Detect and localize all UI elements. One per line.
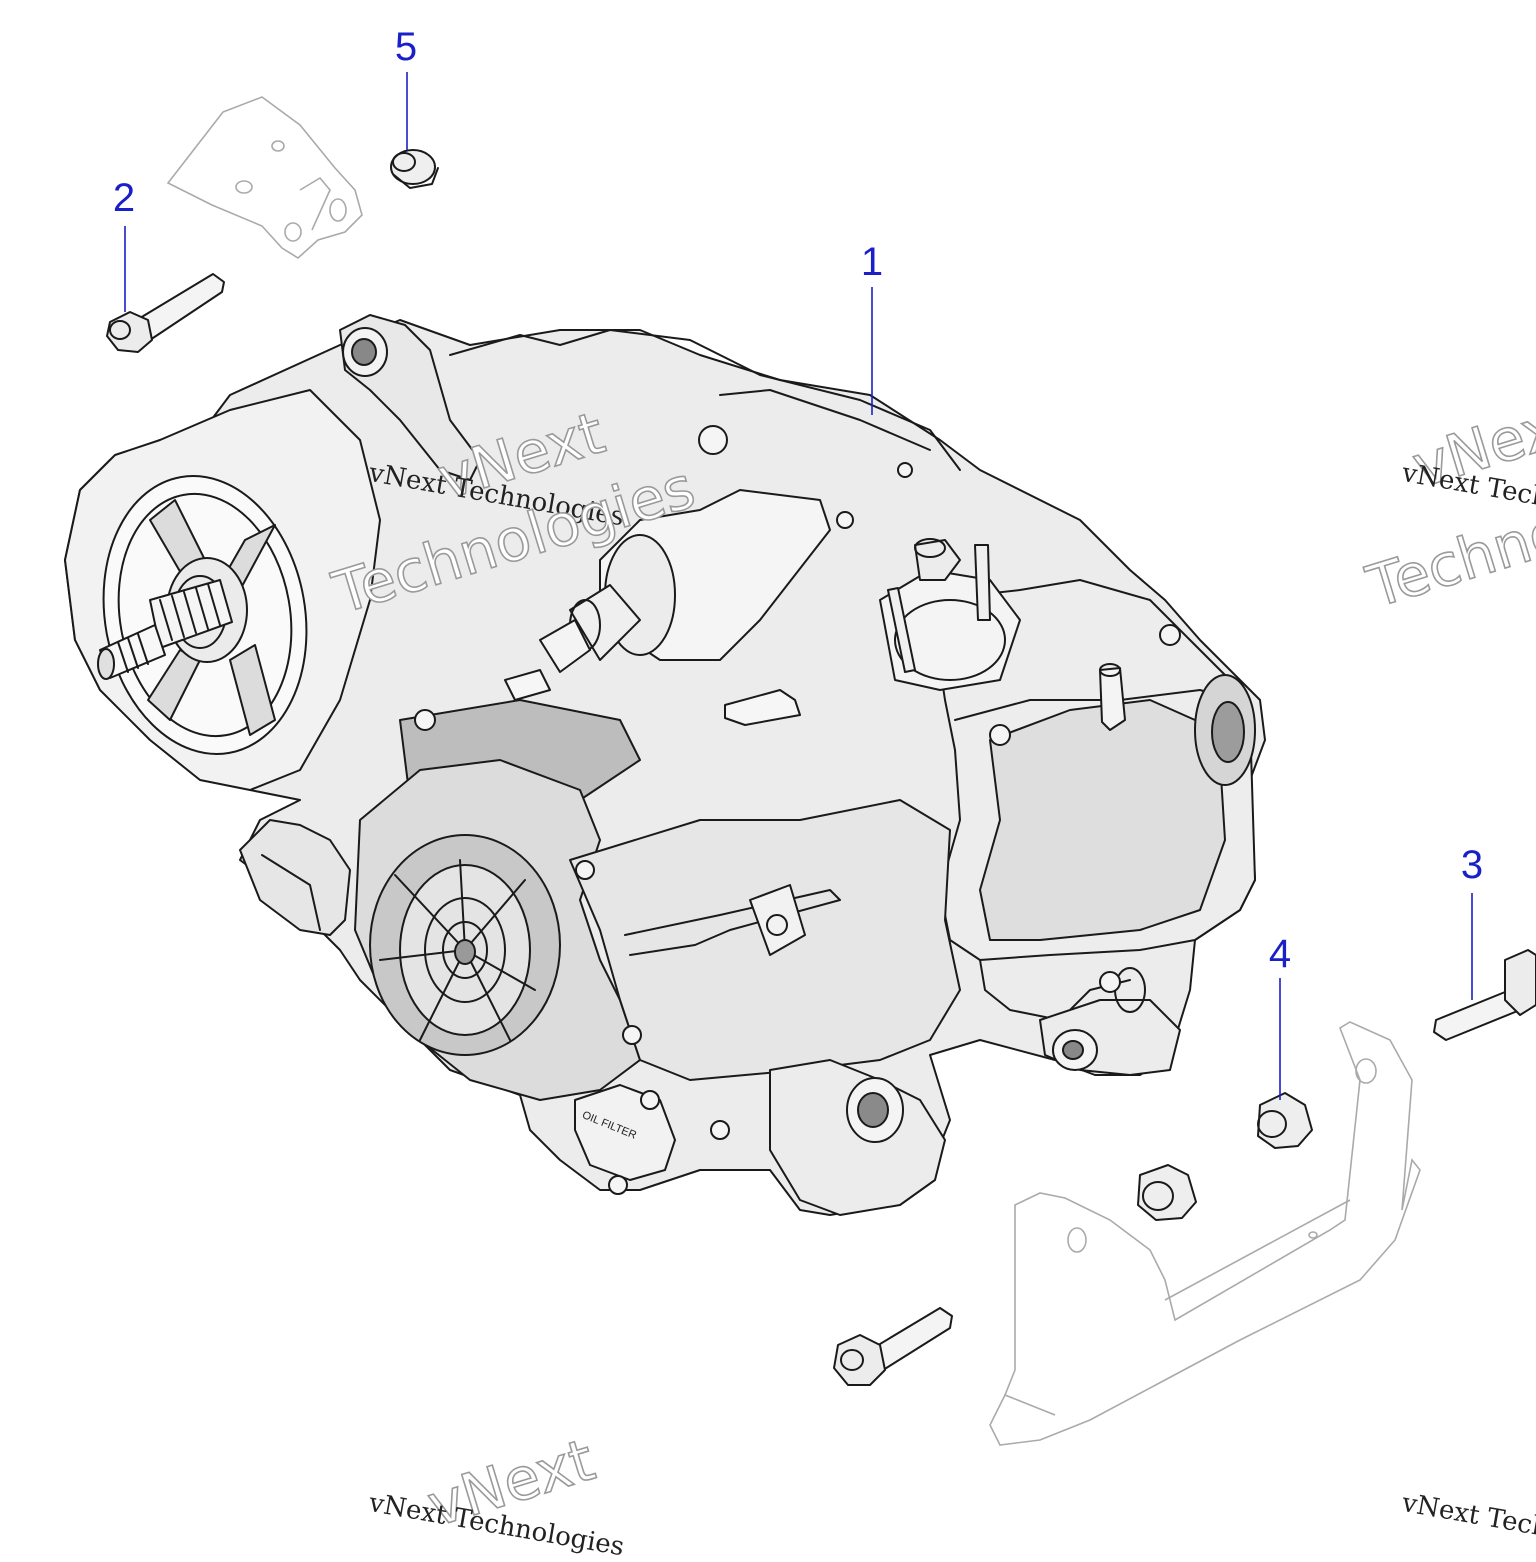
lower-mount-bracket bbox=[989, 1021, 1421, 1446]
flange-nut-lower-center bbox=[1137, 1164, 1197, 1221]
bolt-upper bbox=[106, 273, 225, 353]
callout-5: 5 bbox=[394, 25, 418, 69]
bolt-lower bbox=[833, 1307, 953, 1386]
callout-3: 3 bbox=[1460, 843, 1484, 887]
flange-nut-upper bbox=[390, 149, 439, 189]
upper-mount-bracket bbox=[166, 96, 363, 259]
callout-1: 1 bbox=[860, 240, 884, 284]
callout-2: 2 bbox=[112, 176, 136, 220]
callout-4: 4 bbox=[1268, 932, 1292, 976]
engine-assembly: OIL FILTER bbox=[64, 314, 1266, 1216]
flange-nut-lower-right bbox=[1257, 1092, 1313, 1149]
bolt-right bbox=[1433, 949, 1536, 1041]
